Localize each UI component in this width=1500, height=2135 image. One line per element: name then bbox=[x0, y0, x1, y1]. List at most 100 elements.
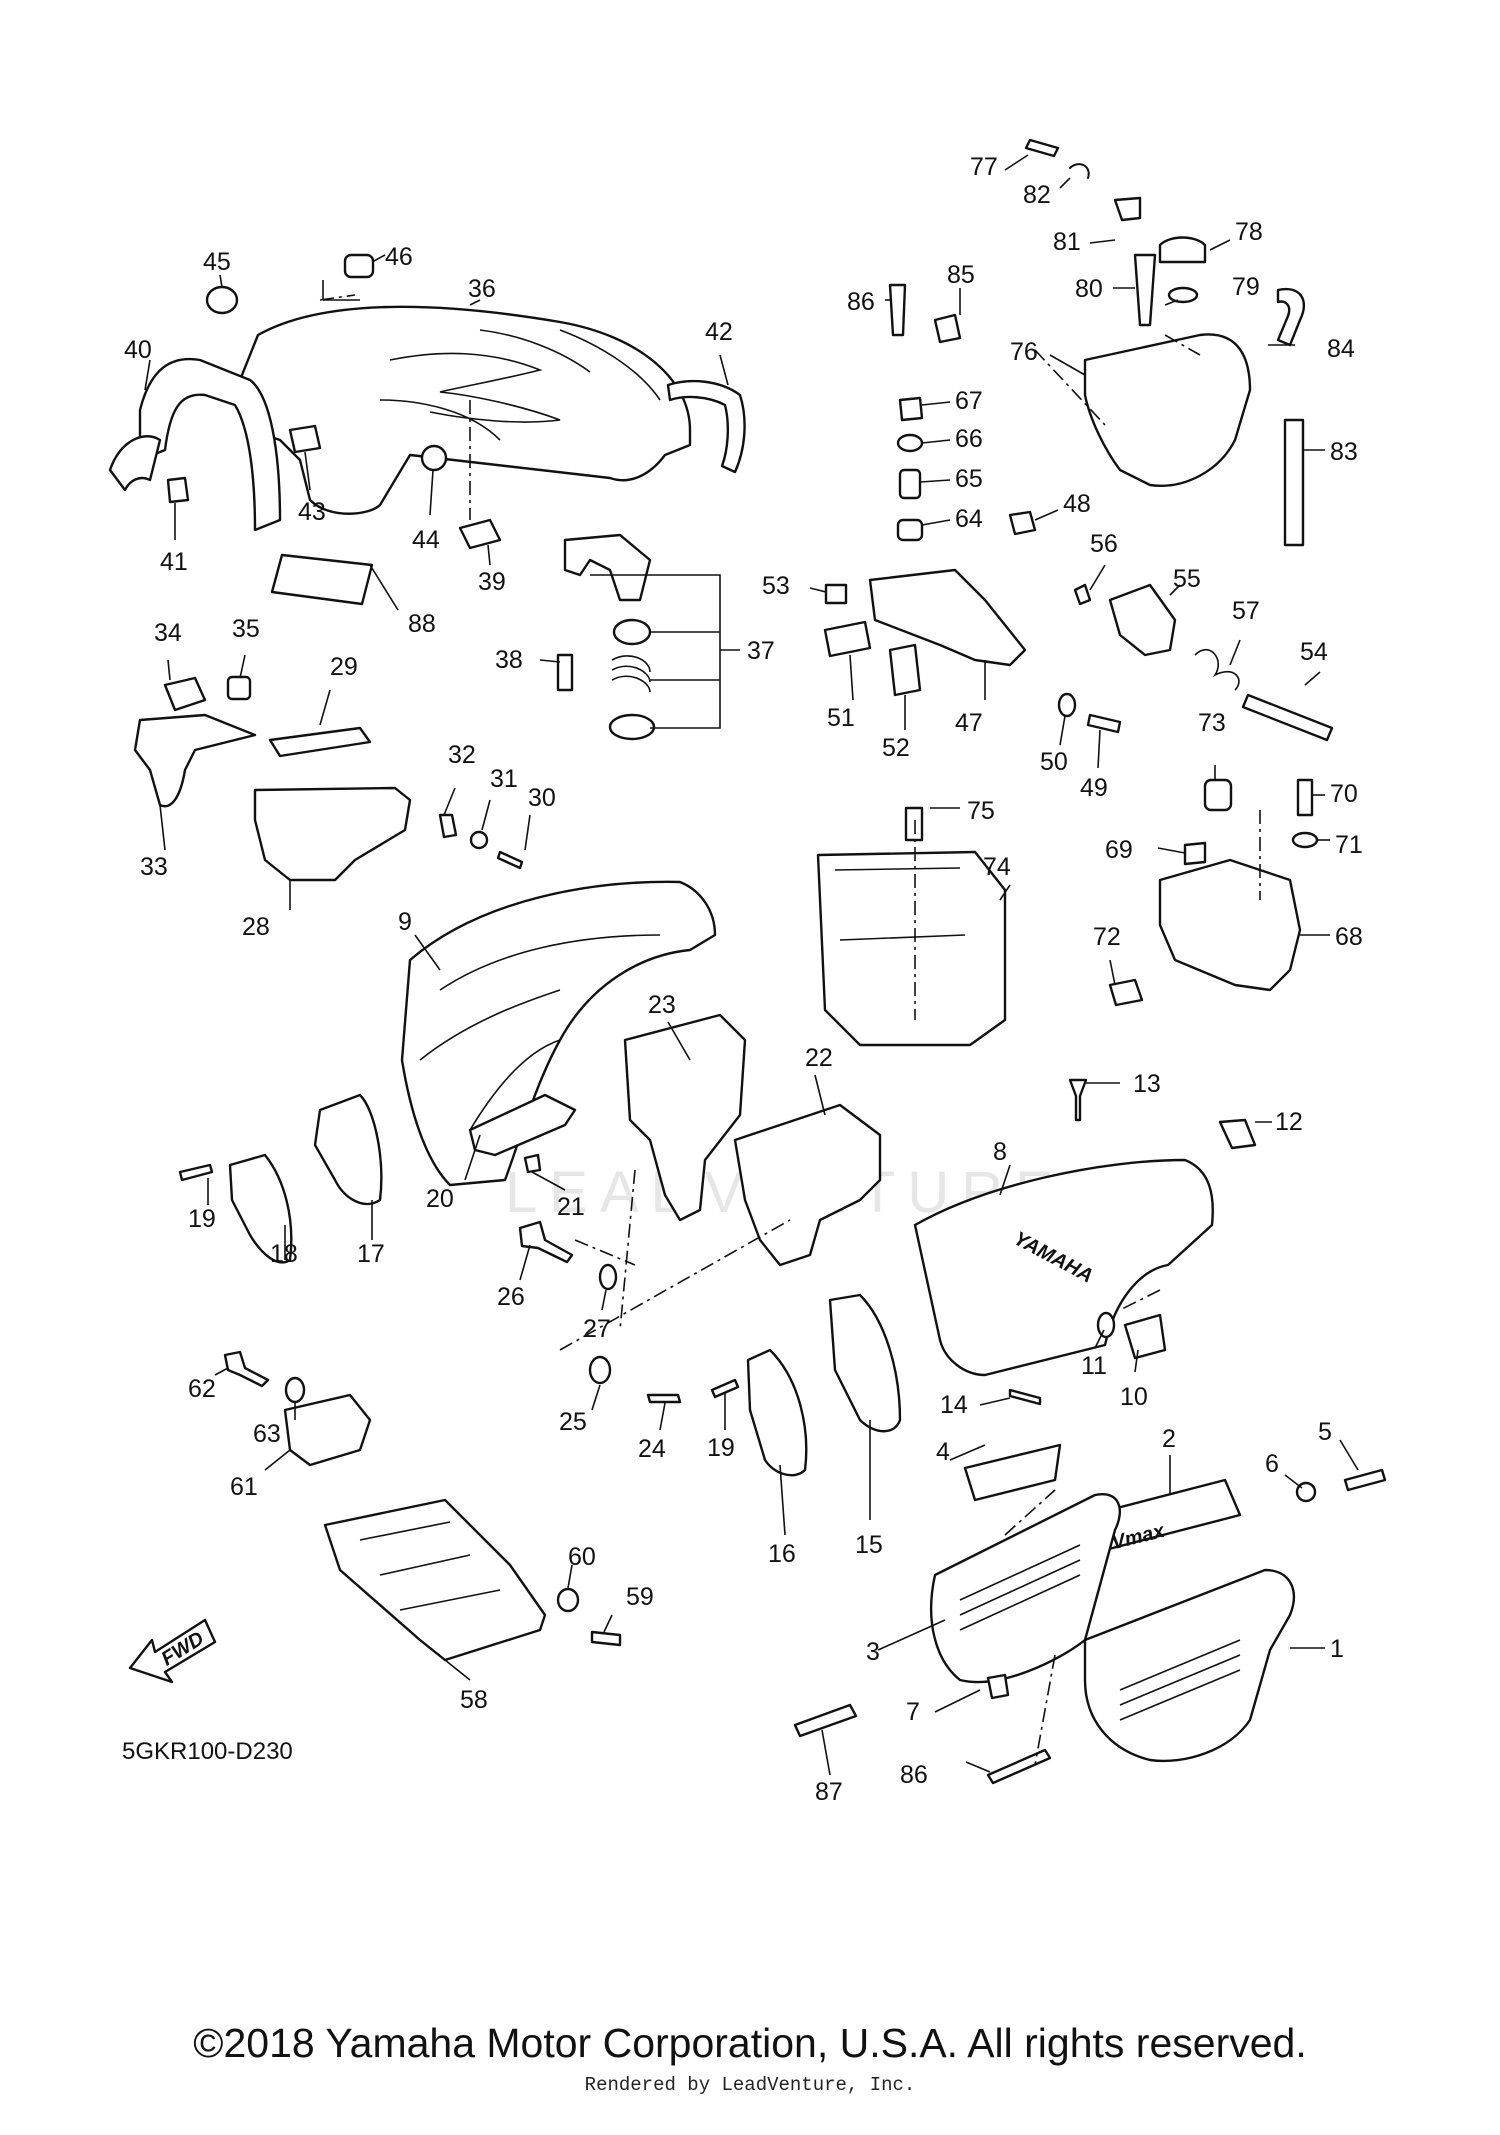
callout-45: 45 bbox=[203, 248, 231, 276]
panel-15 bbox=[828, 1293, 902, 1433]
callout-12: 12 bbox=[1275, 1108, 1303, 1136]
plate-22 bbox=[733, 1103, 882, 1267]
battery-box-74 bbox=[816, 850, 1007, 1047]
cap-78 bbox=[1158, 236, 1207, 264]
callout-14: 14 bbox=[940, 1391, 968, 1419]
callout-60: 60 bbox=[568, 1543, 596, 1571]
callout-81: 81 bbox=[1053, 228, 1081, 256]
callout-62: 62 bbox=[188, 1375, 216, 1403]
callout-74: 74 bbox=[983, 853, 1011, 881]
panel-18 bbox=[228, 1153, 293, 1264]
callout-22: 22 bbox=[805, 1044, 833, 1072]
side-cover-3 bbox=[929, 1493, 1122, 1684]
callout-79: 79 bbox=[1232, 273, 1260, 301]
washer-27 bbox=[598, 1263, 618, 1291]
callout-37: 37 bbox=[747, 637, 775, 665]
bracket-37 bbox=[563, 533, 652, 602]
plate-39 bbox=[458, 518, 502, 550]
side-cover-1 bbox=[1083, 1568, 1295, 1763]
spring-57 bbox=[1194, 648, 1240, 691]
callout-20: 20 bbox=[426, 1185, 454, 1213]
callout-1: 1 bbox=[1330, 1635, 1344, 1663]
callout-4: 4 bbox=[936, 1438, 950, 1466]
screw-30 bbox=[496, 850, 524, 870]
callout-56: 56 bbox=[1090, 530, 1118, 558]
washer-50 bbox=[1057, 692, 1077, 718]
bolt-70 bbox=[1296, 778, 1314, 817]
callout-86: 86 bbox=[847, 288, 875, 316]
damper-35 bbox=[226, 675, 252, 701]
callout-66: 66 bbox=[955, 425, 983, 453]
bracket-33 bbox=[133, 713, 257, 808]
collar-53 bbox=[824, 583, 848, 605]
screw-13 bbox=[1068, 1078, 1088, 1122]
cap-46 bbox=[343, 253, 375, 279]
bolt-19b bbox=[710, 1378, 740, 1399]
callout-64: 64 bbox=[955, 505, 983, 533]
strip-88 bbox=[793, 1703, 858, 1738]
callout-70: 70 bbox=[1330, 780, 1358, 808]
callout-9: 9 bbox=[398, 908, 412, 936]
callout-83: 83 bbox=[1330, 438, 1358, 466]
callout-2: 2 bbox=[1162, 1425, 1176, 1453]
pad-43 bbox=[288, 424, 322, 454]
washer-25 bbox=[588, 1355, 612, 1385]
emblem-41 bbox=[166, 476, 190, 504]
copyright-notice: ©2018 Yamaha Motor Corporation, U.S.A. A… bbox=[193, 2020, 1307, 2066]
tail-cowl-8 bbox=[913, 1158, 1214, 1377]
hose-83 bbox=[1283, 418, 1305, 547]
grab-bar-right bbox=[666, 379, 746, 474]
callout-23: 23 bbox=[648, 991, 676, 1019]
callout-labels: 1 2 3 4 5 6 7 8 9 10 11 12 13 14 15 16 1… bbox=[124, 153, 1363, 1806]
bolt-19a bbox=[178, 1163, 214, 1182]
callout-32: 32 bbox=[448, 741, 476, 769]
clip-82 bbox=[1069, 163, 1090, 179]
strip-87 bbox=[986, 1748, 1052, 1785]
callout-69: 69 bbox=[1105, 836, 1133, 864]
bolt-75 bbox=[904, 806, 924, 842]
callout-67: 67 bbox=[955, 387, 983, 415]
callout-55: 55 bbox=[1173, 565, 1201, 593]
callout-71: 71 bbox=[1335, 831, 1363, 859]
washer-31 bbox=[469, 830, 489, 850]
fitting-80 bbox=[1133, 253, 1157, 327]
bolt-49 bbox=[1086, 713, 1122, 734]
callout-87: 86 bbox=[900, 1761, 928, 1789]
shaft-51 bbox=[823, 620, 872, 658]
callout-61: 61 bbox=[230, 1473, 258, 1501]
callout-8: 8 bbox=[993, 1138, 1007, 1166]
nut-60 bbox=[556, 1587, 580, 1613]
callout-41: 41 bbox=[160, 548, 188, 576]
grab-bar-left bbox=[138, 357, 282, 532]
reference-lines bbox=[319, 294, 1261, 1766]
callout-25: 25 bbox=[559, 1408, 587, 1436]
decal-4 bbox=[963, 1443, 1062, 1502]
bolt-59 bbox=[590, 1630, 622, 1647]
callout-31: 31 bbox=[490, 765, 518, 793]
callout-27: 27 bbox=[583, 1315, 611, 1343]
callout-39: 39 bbox=[478, 568, 506, 596]
callout-17: 17 bbox=[357, 1240, 385, 1268]
callout-44: 44 bbox=[412, 526, 440, 554]
nut-67 bbox=[898, 396, 924, 422]
grommet-11 bbox=[1096, 1311, 1116, 1339]
bracket-68 bbox=[1158, 858, 1302, 992]
front-cowl-9 bbox=[400, 880, 717, 1187]
callout-65: 65 bbox=[955, 465, 983, 493]
rear-fender bbox=[230, 305, 692, 515]
tape-29 bbox=[268, 726, 372, 758]
bracket-61 bbox=[283, 1393, 372, 1467]
callout-47: 47 bbox=[955, 709, 983, 737]
callout-16: 16 bbox=[768, 1540, 796, 1568]
callout-33: 33 bbox=[140, 853, 168, 881]
callout-54: 54 bbox=[1300, 638, 1328, 666]
callout-72: 72 bbox=[1093, 923, 1121, 951]
leader-lines bbox=[144, 154, 1359, 1776]
callout-73: 73 bbox=[1198, 709, 1226, 737]
washer-66 bbox=[896, 433, 924, 453]
callout-84: 84 bbox=[1327, 335, 1355, 363]
callout-78: 78 bbox=[1235, 218, 1263, 246]
callout-59: 59 bbox=[626, 1583, 654, 1611]
panel-16 bbox=[746, 1348, 808, 1477]
